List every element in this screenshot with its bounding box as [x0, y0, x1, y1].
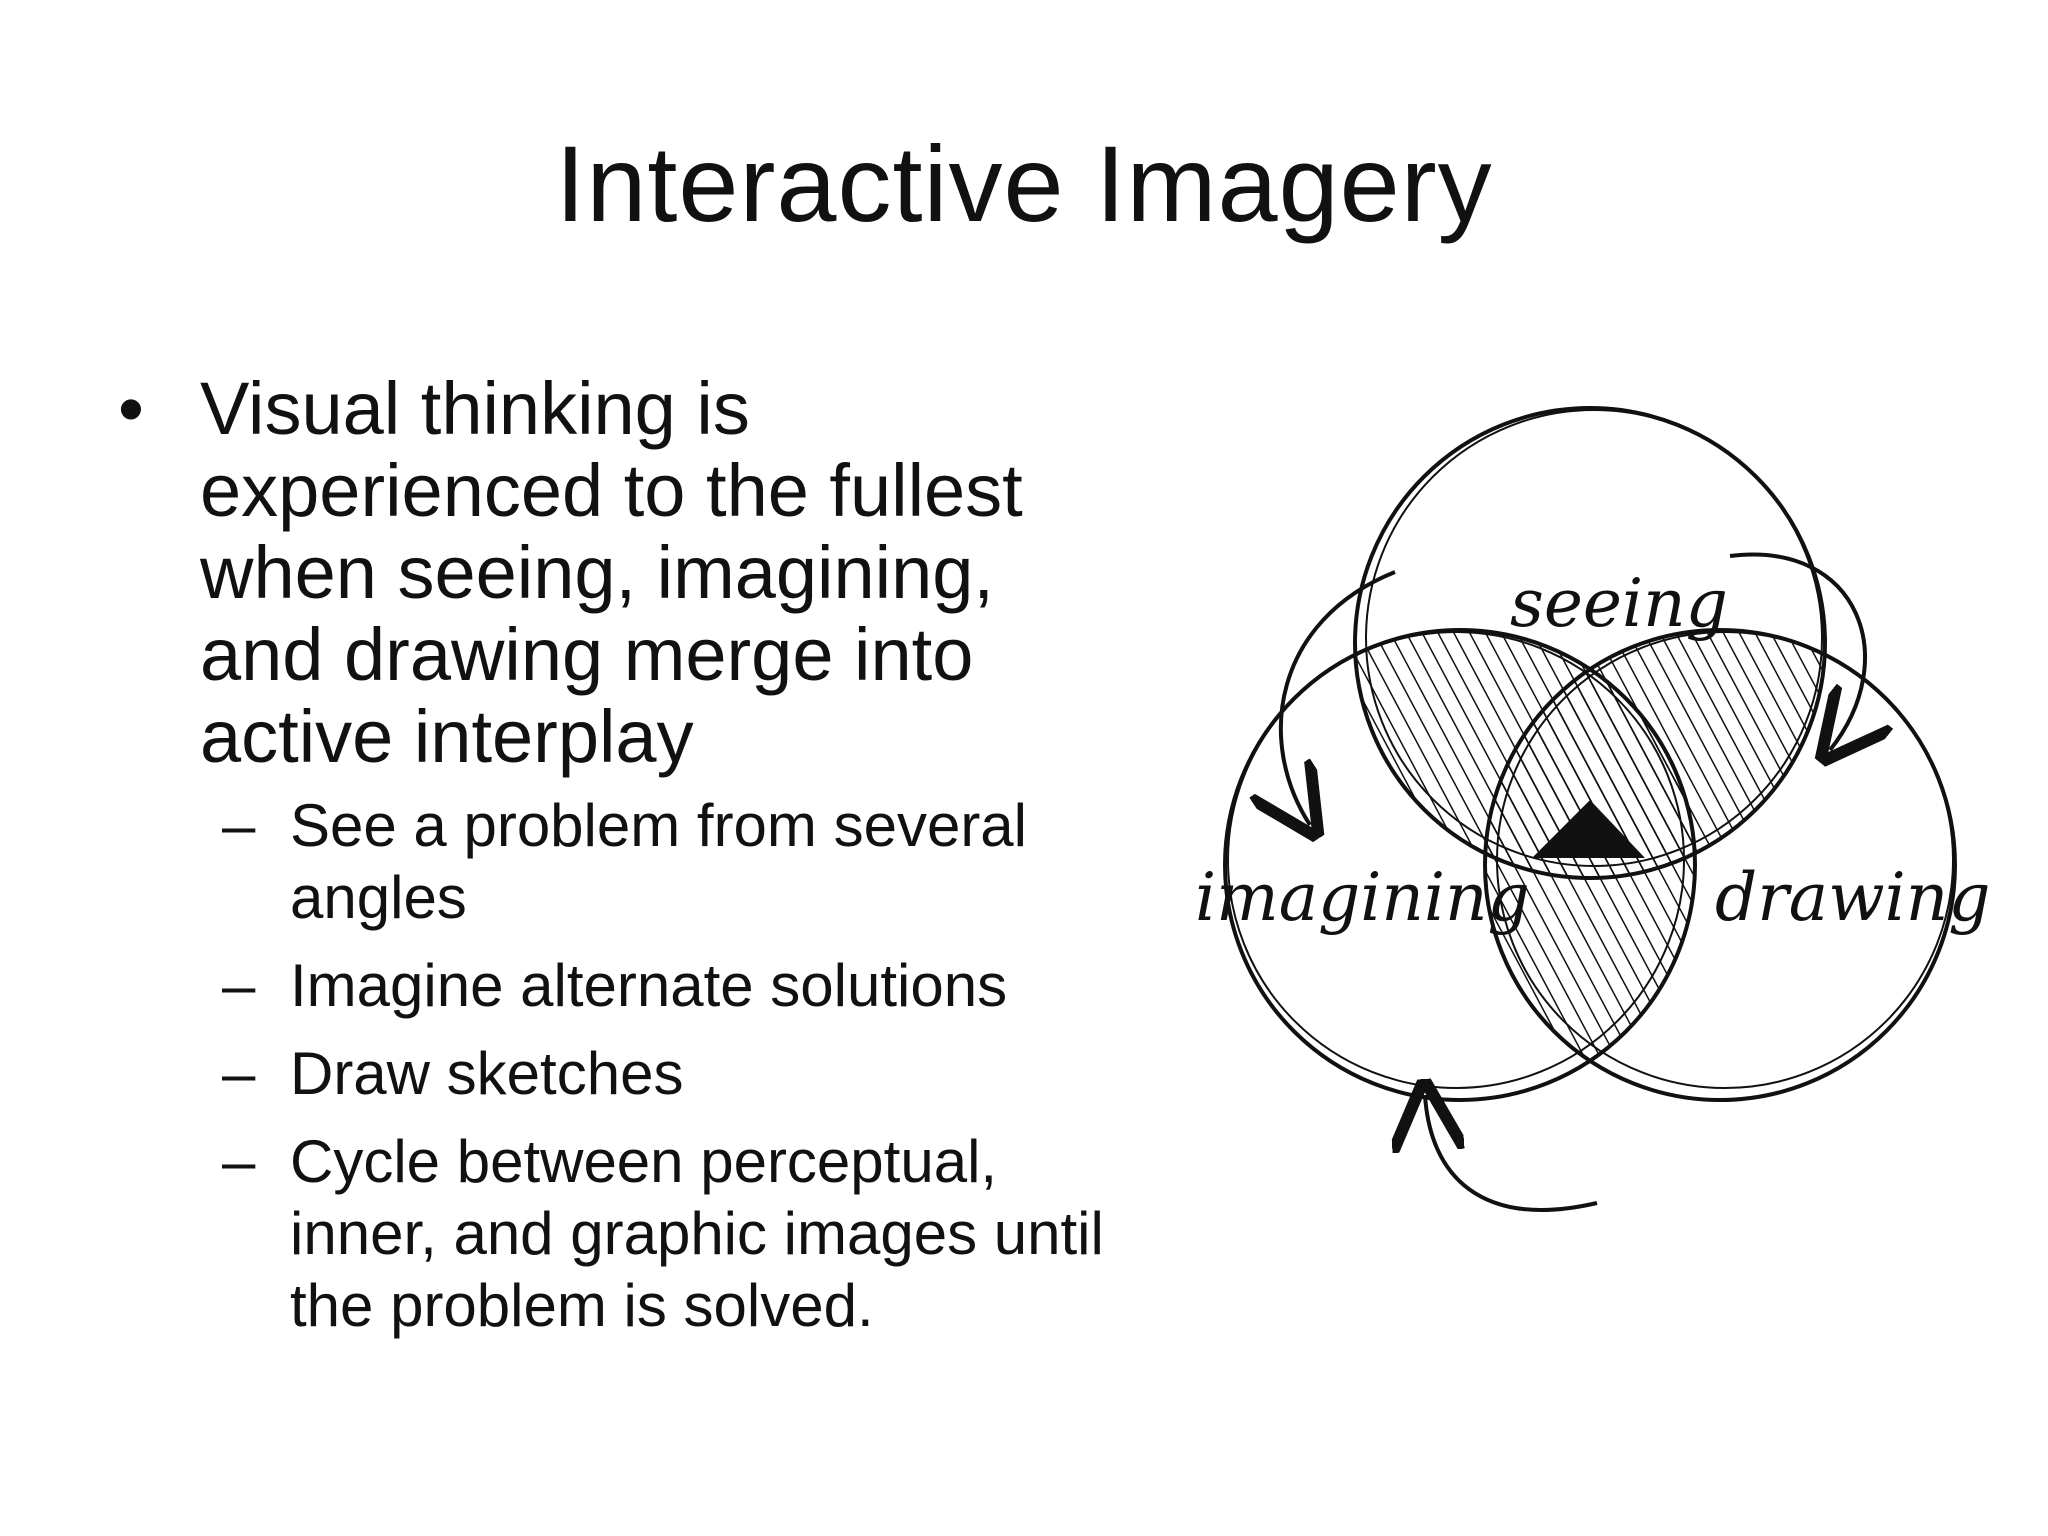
arrow-seeing-to-imagining — [1281, 570, 1396, 825]
venn-diagram-svg: seeing imagining drawing — [1195, 406, 1991, 1212]
sub-bullet-item: – Imagine alternate solutions — [222, 950, 1128, 1022]
arrow-drawing-to-imagining — [1425, 1095, 1598, 1212]
sub-bullet-item: – Draw sketches — [222, 1038, 1128, 1110]
slide-title: Interactive Imagery — [555, 123, 1493, 244]
sub-bullet-text: Draw sketches — [290, 1040, 684, 1107]
overlap-left-right — [1485, 630, 1695, 1100]
bullet-item-main: • Visual thinking is experienced to the … — [118, 368, 1128, 778]
sub-bullet-text: Cycle between perceptual, inner, and gra… — [290, 1128, 1104, 1339]
center-intersection — [1532, 800, 1645, 858]
sub-bullet-list: – See a problem from several angles – Im… — [118, 790, 1128, 1342]
dash-marker: – — [222, 952, 256, 1019]
bullet-list: • Visual thinking is experienced to the … — [118, 368, 1128, 1358]
circle-drawing — [1483, 628, 1957, 1102]
label-seeing: seeing — [1510, 565, 1728, 642]
label-drawing: drawing — [1715, 859, 1991, 936]
sub-bullet-item: – Cycle between perceptual, inner, and g… — [222, 1126, 1128, 1342]
bullet-text-main: Visual thinking is experienced to the fu… — [200, 367, 1023, 778]
label-imagining: imagining — [1195, 859, 1530, 936]
dash-marker: – — [222, 792, 256, 859]
sub-bullet-item: – See a problem from several angles — [222, 790, 1128, 934]
bullet-dot: • — [118, 367, 144, 450]
circle-seeing — [1353, 406, 1827, 880]
venn-diagram-image: seeing imagining drawing — [1160, 380, 2020, 1260]
arrow-seeing-to-drawing — [1729, 552, 1865, 750]
dash-marker: – — [222, 1040, 256, 1107]
sub-bullet-text: See a problem from several angles — [290, 792, 1027, 931]
sub-bullet-text: Imagine alternate solutions — [290, 952, 1008, 1019]
dash-marker: – — [222, 1128, 256, 1195]
